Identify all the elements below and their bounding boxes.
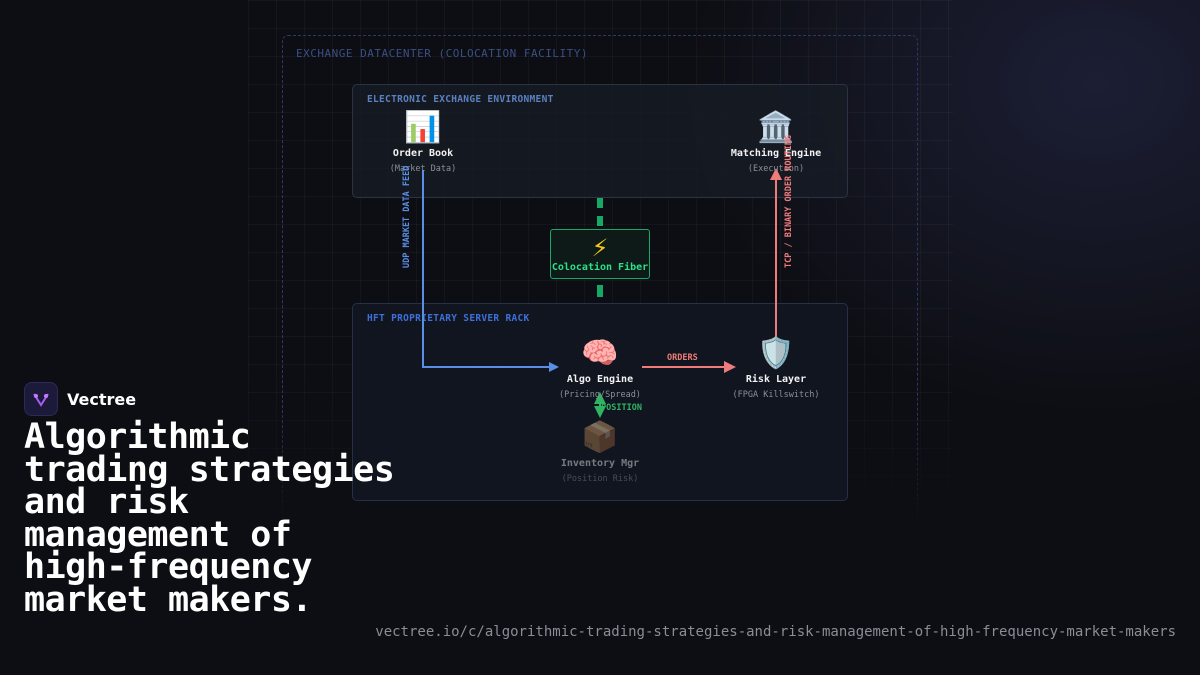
colocation-fiber-node: ⚡ Colocation Fiber	[550, 229, 650, 279]
udp-feed-label: UDP MARKET DATA FEED	[402, 165, 412, 268]
risk-layer-title: Risk Layer	[745, 374, 807, 385]
order-book-sub: (Market Data)	[389, 164, 457, 174]
vectree-logo-icon	[24, 382, 58, 416]
matching-engine-title: Matching Engine	[730, 148, 822, 159]
order-book-title: Order Book	[392, 148, 454, 159]
matching-engine-sub: (Execution)	[747, 164, 805, 174]
exchange-zone-label: ELECTRONIC EXCHANGE ENVIRONMENT	[367, 94, 554, 105]
brain-icon: 🧠	[581, 336, 619, 371]
order-book-node: 📊 Order Book (Market Data)	[353, 110, 493, 175]
inventory-title: Inventory Mgr	[560, 458, 640, 469]
page-url[interactable]: vectree.io/c/algorithmic-trading-strateg…	[375, 624, 1176, 640]
algo-engine-sub: (Pricing/Spread)	[559, 390, 641, 400]
orders-label: ORDERS	[667, 353, 698, 363]
datacenter-label: EXCHANGE DATACENTER (COLOCATION FACILITY…	[296, 47, 589, 60]
shield-icon: 🛡️	[757, 336, 795, 371]
brand-name: Vectree	[67, 389, 137, 409]
position-label: POSITION	[601, 403, 642, 413]
risk-layer-sub: (FPGA Killswitch)	[732, 390, 820, 400]
brand: Vectree	[24, 382, 136, 416]
colocation-fiber-title: Colocation Fiber	[551, 262, 649, 273]
tcp-route-label: TCP / BINARY ORDER ROUTING	[784, 134, 794, 268]
algo-engine-title: Algo Engine	[566, 374, 634, 385]
algo-engine-node: 🧠 Algo Engine (Pricing/Spread)	[530, 336, 670, 401]
bar-chart-icon: 📊	[404, 110, 442, 145]
bank-building-icon: 🏛️	[757, 110, 795, 145]
matching-engine-node: 🏛️ Matching Engine (Execution)	[706, 110, 846, 175]
page-title: Algorithmic trading strategies and risk …	[24, 417, 395, 620]
inventory-node: 📦 Inventory Mgr (Position Risk)	[530, 420, 670, 485]
lightning-icon: ⚡	[591, 234, 609, 262]
package-icon: 📦	[581, 420, 619, 455]
hft-zone-label: HFT PROPRIETARY SERVER RACK	[367, 313, 530, 324]
inventory-sub: (Position Risk)	[561, 474, 639, 484]
datacenter-frame	[282, 35, 918, 525]
risk-layer-node: 🛡️ Risk Layer (FPGA Killswitch)	[706, 336, 846, 401]
